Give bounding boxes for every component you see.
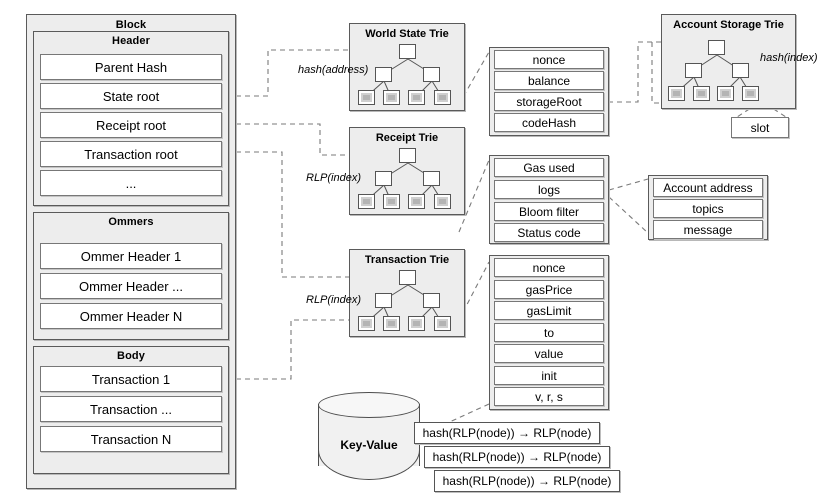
account-storage-trie-edges [675,54,751,94]
transaction-field-value[interactable]: value [494,344,604,363]
body-title: Body [117,350,145,362]
transaction-trie-branch-node-2 [423,293,440,308]
database-cylinder-bottom [318,450,420,480]
transaction-trie-leaf-node-3 [408,316,425,331]
header-field-receipt-root[interactable]: Receipt root [40,112,222,138]
storage-trie-leaf-node-1 [668,86,685,101]
wire-log-bottom [608,196,649,234]
transaction-trie-leaf-node-1 [358,316,375,331]
transaction-trie-leaf-node-4 [434,316,451,331]
log-field-message[interactable]: message [653,220,763,239]
block-title: Block [115,19,147,31]
receipt-trie-leaf-node-4 [434,194,451,209]
receipt-edge-label: RLP(index) [306,172,362,184]
database-entry-3[interactable]: hash(RLP(node)) → RLP(node) [434,470,620,492]
world-state-trie: World State Trie [349,23,465,111]
header-title: Header [112,35,150,47]
transaction-field-to[interactable]: to [494,323,604,342]
transaction-trie-branch-node-1 [375,293,392,308]
trie-root-node [399,44,416,59]
trie-leaf-node-4 [434,90,451,105]
transaction-trie-root-node [399,270,416,285]
wire-storage-root-stub [651,42,660,104]
receipt-trie-leaf-node-3 [408,194,425,209]
storage-trie-branch-node-1 [685,63,702,78]
transaction-edge-label: RLP(index) [306,294,362,306]
header-field-ellipsis[interactable]: ... [40,170,222,196]
receipt-trie-title: Receipt Trie [375,132,439,144]
transaction-field-nonce[interactable]: nonce [494,258,604,277]
world-state-trie-edges [365,58,443,98]
ommers-field-1[interactable]: Ommer Header 1 [40,243,222,269]
database-entry-2[interactable]: hash(RLP(node)) → RLP(node) [424,446,610,468]
transaction-field-gas-limit[interactable]: gasLimit [494,301,604,320]
database-entry-1[interactable]: hash(RLP(node)) → RLP(node) [414,422,600,444]
trie-branch-node-1 [375,67,392,82]
storage-trie-leaf-node-3 [717,86,734,101]
body-field-transaction-1[interactable]: Transaction 1 [40,366,222,392]
account-field-nonce[interactable]: nonce [494,50,604,69]
receipt-field-gas-used[interactable]: Gas used [494,158,604,177]
account-storage-trie: Account Storage Trie [661,14,796,109]
header-field-parent-hash[interactable]: Parent Hash [40,54,222,80]
storage-trie-branch-node-2 [732,63,749,78]
account-field-code-hash[interactable]: codeHash [494,113,604,132]
receipt-trie-leaf-node-2 [383,194,400,209]
transaction-trie-title: Transaction Trie [364,254,450,266]
ommers-field-2[interactable]: Ommer Header ... [40,273,222,299]
log-field-account-address[interactable]: Account address [653,178,763,197]
receipt-trie-edges [365,162,443,202]
receipt-trie-root-node [399,148,416,163]
receipt-trie-branch-node-2 [423,171,440,186]
storage-slot-box[interactable]: slot [731,117,789,138]
wire-log-top [608,178,649,191]
body-field-transaction-3[interactable]: Transaction N [40,426,222,452]
trie-leaf-node-1 [358,90,375,105]
transaction-trie-leaf-node-2 [383,316,400,331]
receipt-trie-branch-node-1 [375,171,392,186]
storage-trie-leaf-node-2 [693,86,710,101]
body-field-transaction-2[interactable]: Transaction ... [40,396,222,422]
world-state-edge-label: hash(address) [298,64,369,76]
receipt-field-logs[interactable]: logs [494,180,604,199]
receipt-field-status-code[interactable]: Status code [494,223,604,242]
ommers-title: Ommers [108,216,154,228]
database-label: Key-Value [340,438,398,452]
account-storage-edge-label: hash(index) [760,52,818,64]
log-field-topics[interactable]: topics [653,199,763,218]
receipt-trie: Receipt Trie [349,127,465,215]
transaction-field-init[interactable]: init [494,366,604,385]
trie-leaf-node-3 [408,90,425,105]
storage-trie-leaf-node-4 [742,86,759,101]
transaction-field-signature[interactable]: v, r, s [494,387,604,406]
trie-leaf-node-2 [383,90,400,105]
transaction-trie: Transaction Trie [349,249,465,337]
receipt-trie-leaf-node-1 [358,194,375,209]
account-field-balance[interactable]: balance [494,71,604,90]
receipt-field-bloom-filter[interactable]: Bloom filter [494,202,604,221]
ommers-field-3[interactable]: Ommer Header N [40,303,222,329]
trie-branch-node-2 [423,67,440,82]
transaction-trie-edges [365,284,443,324]
world-state-trie-title: World State Trie [365,28,449,40]
database-cylinder-top [318,392,420,418]
account-field-storage-root[interactable]: storageRoot [494,92,604,111]
header-field-state-root[interactable]: State root [40,83,222,109]
storage-trie-root-node [708,40,725,55]
account-storage-trie-title: Account Storage Trie [673,19,784,31]
header-field-transaction-root[interactable]: Transaction root [40,141,222,167]
transaction-field-gas-price[interactable]: gasPrice [494,280,604,299]
